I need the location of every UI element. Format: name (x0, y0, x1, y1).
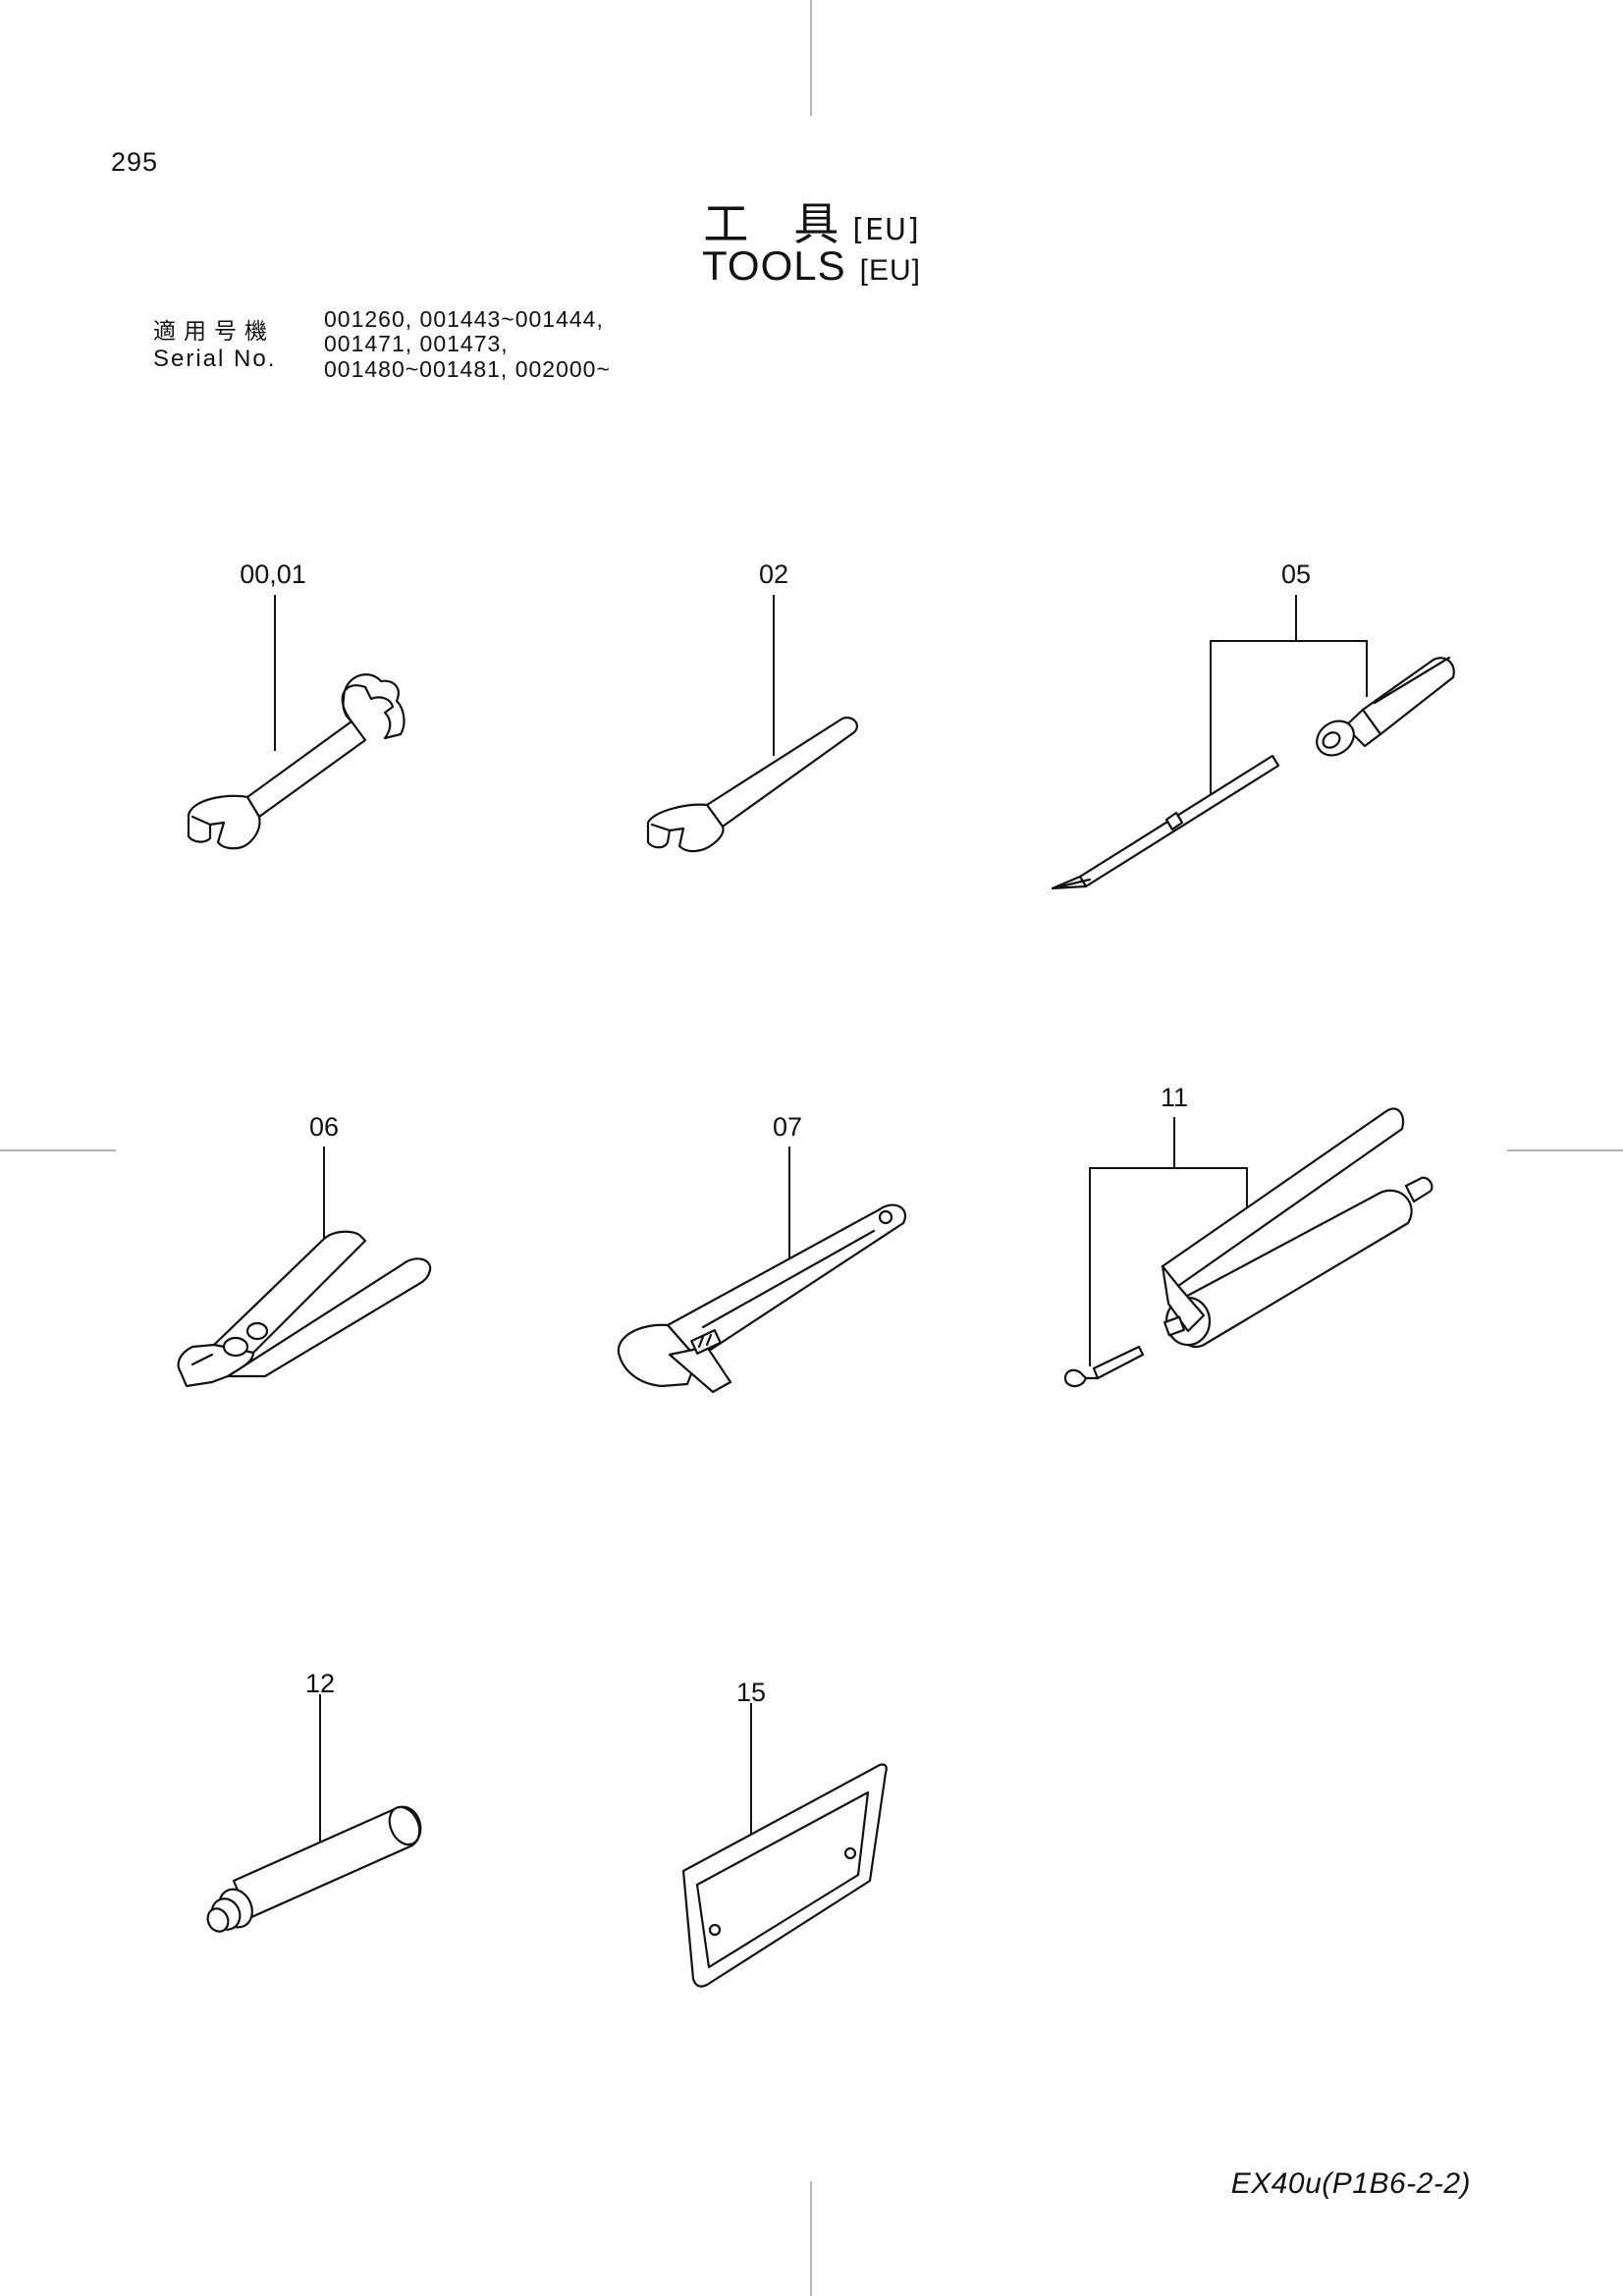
serial-range-line: 001471, 001473, (324, 331, 509, 356)
region-tag-en: [EU] (859, 254, 921, 287)
slip-joint-pliers (177, 1230, 432, 1388)
document-code: EX40u(P1B6-2-2) (1230, 2167, 1471, 2200)
callout-holder: 15 (735, 1678, 767, 1707)
callout-pliers: 06 (308, 1112, 340, 1142)
screwdriver-set (1051, 656, 1455, 890)
callout-cartridge: 12 (304, 1669, 336, 1698)
callout-wrench-double: 00,01 (240, 560, 306, 589)
callout-adjustable-wrench: 07 (772, 1112, 803, 1142)
document-holder (681, 1763, 888, 1988)
region-tag-jp: [EU] (852, 213, 920, 247)
grease-gun-set (1063, 1107, 1434, 1388)
leader-lines (274, 595, 1368, 1845)
page-title-en: TOOLS [EU] (0, 242, 1623, 290)
serial-range-line: 001480~001481, 002000~ (324, 356, 611, 382)
serial-range-line: 001260, 001443~001444, (324, 306, 604, 332)
adjustable-wrench (617, 1203, 906, 1394)
serial-label-en: Serial No. (153, 346, 277, 372)
page-number: 295 (111, 147, 159, 177)
title-en-text: TOOLS (702, 242, 846, 289)
callout-wrench-single: 02 (758, 560, 789, 589)
callout-grease-gun-set: 11 (1160, 1083, 1189, 1112)
serial-label-jp: 適用号機 (153, 319, 275, 345)
grease-cartridge (206, 1805, 422, 1933)
title-jp-text: 工 具 (703, 197, 839, 250)
single-open-end-wrench (646, 717, 858, 853)
double-open-end-wrench (187, 673, 406, 850)
page-title-jp: 工 具 [EU] (0, 188, 1623, 253)
callout-screwdriver-set: 05 (1280, 560, 1312, 589)
